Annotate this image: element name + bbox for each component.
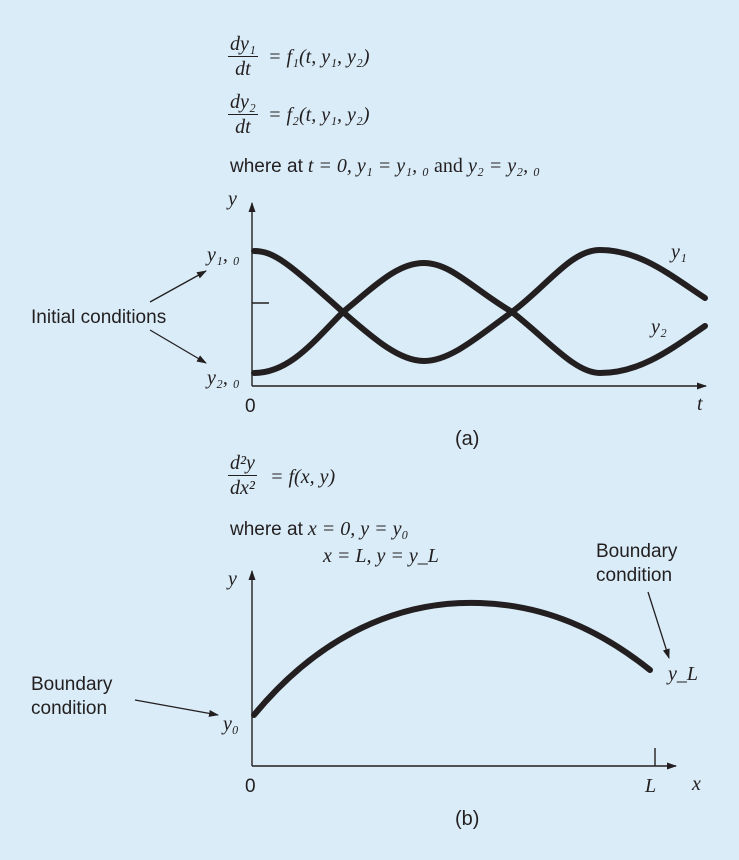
b-left-bc-line2: condition bbox=[31, 698, 108, 719]
b-where-word: where at bbox=[230, 519, 303, 540]
a-eq1-rhs: = f₁(t, y₁, y₂) bbox=[268, 46, 370, 68]
a-where-word: where at bbox=[230, 156, 303, 177]
a-ic-arrow-bottom bbox=[149, 329, 207, 364]
b-right-bc-line1: Boundary bbox=[596, 541, 678, 562]
a-eq2-fraction: dy₂ dt bbox=[228, 91, 258, 139]
b-curve bbox=[251, 599, 653, 718]
a-initial-conditions-label: Initial conditions bbox=[31, 307, 167, 328]
a-curve-y2-label: y₂ bbox=[651, 316, 667, 338]
b-eq-fraction: d²y dx² bbox=[228, 452, 257, 500]
a-curve-y2 bbox=[251, 307, 708, 377]
b-left-bc-label: Boundary condition bbox=[31, 673, 112, 721]
a-curve-y1-label: y₁ bbox=[671, 241, 687, 263]
b-yL-label: y_L bbox=[668, 663, 698, 685]
a-where-math2: y₂ = y₂, ₀ bbox=[467, 155, 541, 177]
b-axis-y-label: y bbox=[228, 568, 237, 590]
a-and-word: and bbox=[434, 155, 463, 177]
b-eq-rhs: = f(x, y) bbox=[270, 466, 336, 488]
b-right-bc-line2: condition bbox=[596, 565, 673, 586]
b-where-math2: x = L, y = y_L bbox=[323, 545, 439, 567]
a-where-line: where at t = 0, y₁ = y₁, ₀ and y₂ = y₂, … bbox=[230, 155, 540, 178]
a-origin-label: 0 bbox=[245, 396, 256, 417]
b-right-bc-label: Boundary condition bbox=[596, 540, 677, 588]
b-where-math1: x = 0, y = y₀ bbox=[307, 518, 409, 540]
b-left-bc-line1: Boundary bbox=[31, 674, 113, 695]
a-eq2-rhs: = f₂(t, y₁, y₂) bbox=[268, 104, 370, 126]
b-eq-denominator: dx² bbox=[230, 477, 255, 499]
b-axis-x-label: x bbox=[692, 773, 701, 795]
a-caption: (a) bbox=[455, 428, 480, 450]
b-L-label: L bbox=[645, 775, 657, 797]
b-right-bc-arrow bbox=[647, 591, 670, 659]
a-axis-y-label: y bbox=[228, 188, 237, 210]
a-where-math: t = 0, y₁ = y₁, ₀ bbox=[307, 155, 430, 177]
a-ic-arrow-top bbox=[149, 270, 207, 303]
a-eq1-numerator: dy₁ bbox=[228, 33, 258, 57]
a-curve-y1 bbox=[251, 246, 708, 316]
a-eq2-denominator: dt bbox=[235, 116, 251, 138]
b-origin-label: 0 bbox=[245, 776, 256, 797]
b-y0-label: y₀ bbox=[223, 713, 239, 735]
a-y10-label: y₁, ₀ bbox=[207, 244, 240, 266]
b-caption: (b) bbox=[455, 808, 480, 830]
a-eq2-numerator: dy₂ bbox=[228, 91, 258, 115]
b-where-line1: where at x = 0, y = y₀ bbox=[230, 518, 408, 541]
a-eq1-fraction: dy₁ dt bbox=[228, 33, 258, 81]
a-y20-label: y₂, ₀ bbox=[207, 367, 240, 389]
b-eq-numerator: d²y bbox=[228, 452, 257, 476]
b-left-bc-arrow bbox=[134, 699, 219, 717]
a-eq1-denominator: dt bbox=[235, 58, 251, 80]
a-axis-x-label: t bbox=[697, 393, 703, 415]
